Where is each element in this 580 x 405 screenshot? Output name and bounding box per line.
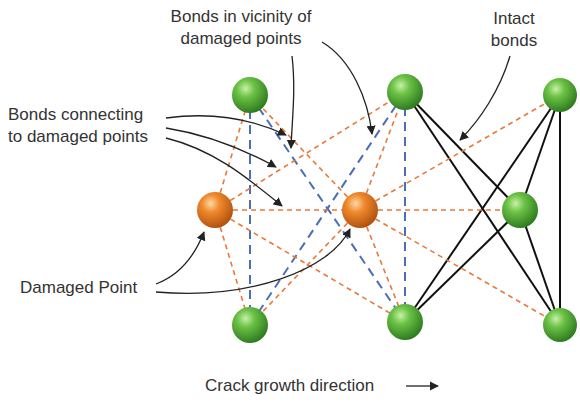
callout-label: Intact bonds [476, 8, 552, 52]
callout-label: Bonds in vicinity of damaged points [160, 6, 322, 50]
callout-label: Damaged Point [20, 277, 137, 299]
callout-label: Bonds connecting to damaged points [8, 104, 162, 148]
particles [197, 74, 577, 343]
leader-lines [156, 42, 510, 293]
label-box: Crack growth direction [205, 375, 374, 397]
callout-label: Crack growth direction [205, 375, 374, 397]
label-box: Damaged Point [20, 277, 137, 299]
label-box: Bonds in vicinity of damaged points [160, 6, 322, 50]
intact-bonds [405, 92, 560, 325]
label-box: Intact bonds [476, 8, 552, 52]
vicinity-bonds [250, 92, 405, 325]
label-box: Bonds connecting to damaged points [8, 104, 162, 148]
direction-arrow [406, 386, 438, 387]
